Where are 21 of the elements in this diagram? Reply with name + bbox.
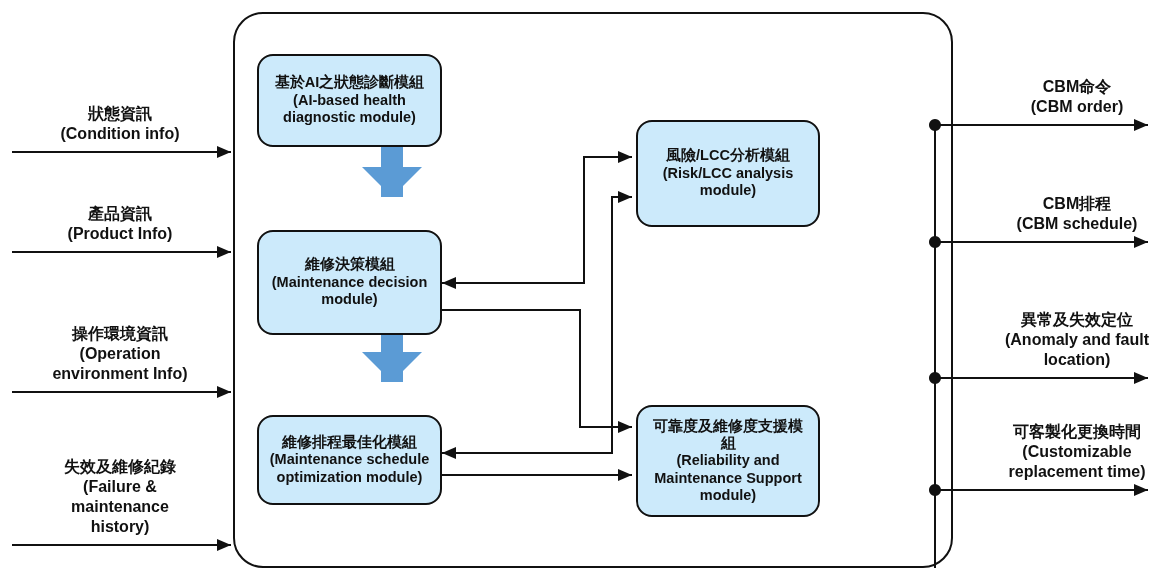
system-frame: [233, 12, 953, 568]
arrow: [929, 484, 1149, 496]
arrow: [441, 151, 633, 289]
arrow: [929, 372, 1149, 384]
arrow: [11, 146, 232, 158]
arrow: [11, 539, 232, 551]
edge-label: 異常及失效定位 (Anomaly and fault location): [1002, 310, 1152, 370]
module-box: 維修排程最佳化模組 (Maintenance schedule optimization module): [257, 415, 442, 505]
arrow: [929, 119, 1149, 131]
arrow: [441, 469, 633, 481]
arrow: [441, 309, 633, 433]
block-arrow: [362, 335, 422, 382]
arrow: [929, 236, 1149, 248]
arrow: [11, 246, 232, 258]
arrow: [11, 386, 232, 398]
module-box: 維修決策模組 (Maintenance decision module): [257, 230, 442, 335]
arrow: [441, 191, 633, 459]
module-box: 風險/LCC分析模組 (Risk/LCC analysis module): [636, 120, 820, 227]
block-arrow: [362, 147, 422, 197]
module-box: 基於AI之狀態診斷模組 (AI-based health diagnostic module): [257, 54, 442, 147]
module-box: 可靠度及維修度支援模組 (Reliability and Maintenance Support module): [636, 405, 820, 517]
